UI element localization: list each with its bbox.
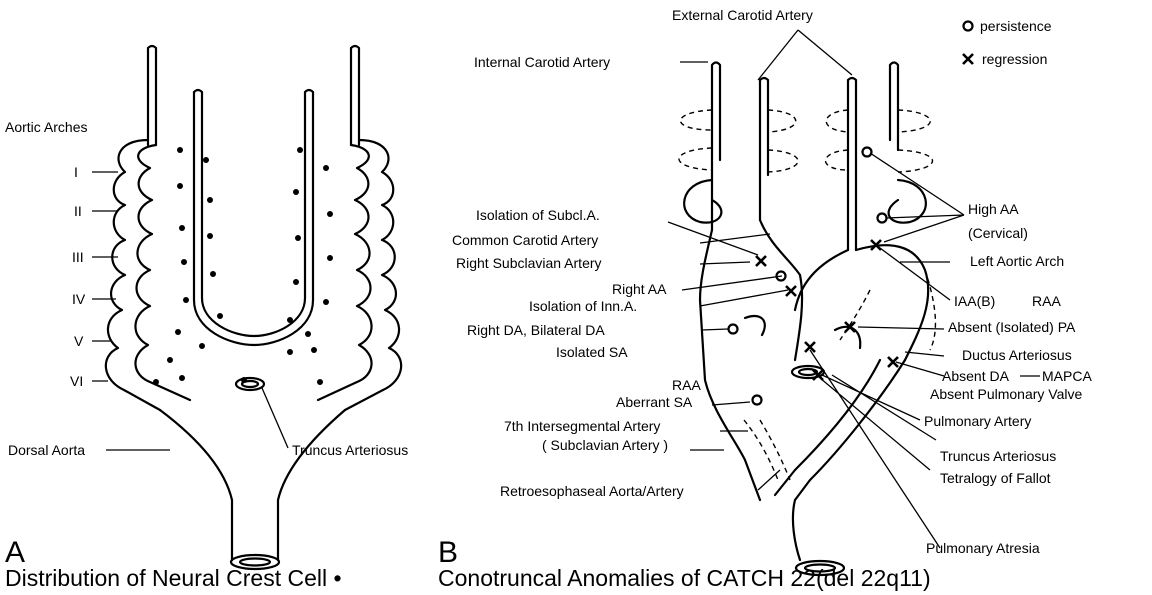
panel-a-caption: Distribution of Neural Crest Cell • [5,565,342,591]
label-subclavian-paren: ( Subclavian Artery ) [542,437,668,453]
label-right-da: Right DA, Bilateral DA [467,322,605,338]
label-arch-ii: II [74,203,82,219]
label-arch-i: I [74,164,78,180]
label-right-aa: Right AA [612,281,667,297]
legend-regression: regression [982,51,1047,67]
label-tetralogy-of-fallot: Tetralogy of Fallot [940,470,1051,486]
panel-b-caption: Conotruncal Anomalies of CATCH 22(del 22… [438,565,931,591]
label-arch-iii: III [72,249,84,265]
label-arch-v: V [74,333,84,349]
label-raa-right: RAA [1032,293,1061,309]
label-high-aa: High AA [968,201,1019,217]
label-right-subclavian: Right Subclavian Artery [456,255,602,271]
label-retroesophageal: Retroesophaseal Aorta/Artery [500,483,684,499]
label-isolation-inn: Isolation of Inn.A. [529,298,637,314]
regression-marker [963,54,973,64]
label-arch-vi: VI [70,373,83,389]
panel-a-drawing [92,46,401,569]
label-7th-intersegmental: 7th Intersegmental Artery [504,418,660,434]
label-absent-pulmonary-valve: Absent Pulmonary Valve [930,386,1082,402]
legend-persistence: persistence [980,18,1052,34]
label-external-carotid: External Carotid Artery [672,7,813,23]
label-internal-carotid: Internal Carotid Artery [474,54,610,70]
label-truncus-arteriosus-b: Truncus Arteriosus [940,448,1056,464]
label-cervical: (Cervical) [968,225,1028,241]
label-pulmonary-artery: Pulmonary Artery [924,413,1031,429]
label-iaa-b: IAA(B) [954,293,995,309]
label-raa-left: RAA [672,377,701,393]
label-aberrant-sa: Aberrant SA [616,394,693,410]
label-absent-da: Absent DA [942,368,1010,384]
label-isolation-subcl: Isolation of Subcl.A. [476,207,600,223]
label-isolated-sa: Isolated SA [556,344,628,360]
label-mapca: MAPCA [1042,368,1092,384]
label-common-carotid: Common Carotid Artery [452,232,598,248]
label-truncus-arteriosus-a: Truncus Arteriosus [292,442,408,458]
persistence-marker [964,22,973,31]
label-left-aortic-arch: Left Aortic Arch [970,253,1064,269]
label-pulmonary-atresia: Pulmonary Atresia [926,540,1040,556]
legend: persistence regression [963,18,1052,67]
label-absent-isolated-pa: Absent (Isolated) PA [948,319,1076,335]
label-ductus-arteriosus: Ductus Arteriosus [962,347,1072,363]
label-aortic-arches: Aortic Arches [5,119,87,135]
label-arch-iv: IV [72,291,86,307]
label-dorsal-aorta: Dorsal Aorta [8,442,85,458]
